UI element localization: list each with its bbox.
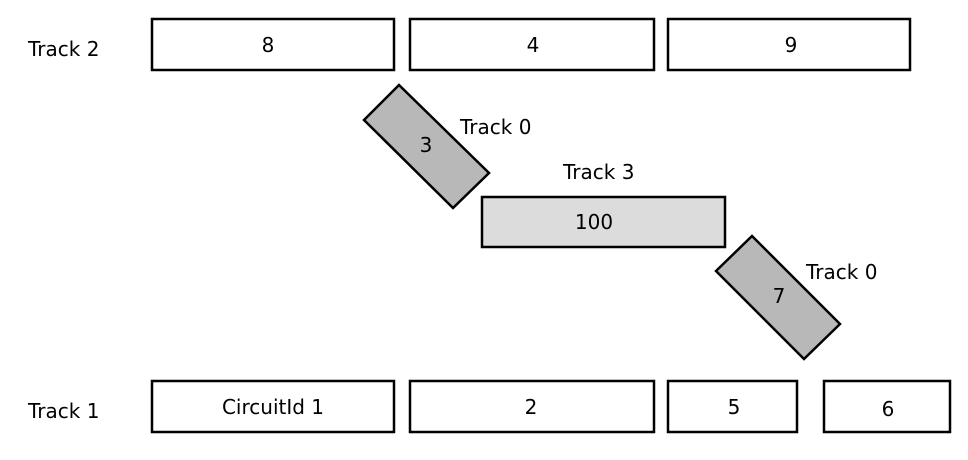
segment-label: 4: [527, 33, 540, 57]
track1-segment-5: 5: [666, 379, 799, 434]
track3-segment-100: 100: [480, 195, 727, 249]
segment-box: [666, 17, 912, 72]
segment-label: 2: [525, 395, 538, 419]
segment-box: [408, 379, 656, 434]
segment-box: [150, 17, 396, 72]
segment-label: 100: [575, 210, 613, 234]
track2-label: Track 2: [27, 37, 99, 61]
diagonal-box: [714, 234, 842, 361]
segment-label: 9: [785, 33, 798, 57]
track3-label: Track 3: [562, 160, 634, 184]
track1-segment-2: 2: [408, 379, 656, 434]
segment-label: 6: [882, 397, 895, 421]
segment-label: 5: [728, 395, 741, 419]
track1-segment-6: 6: [822, 379, 952, 434]
track1-segment-circuitid-1: CircuitId 1: [150, 379, 396, 434]
segment-box: [150, 379, 396, 434]
segment-box: [666, 379, 799, 434]
segment-label: CircuitId 1: [222, 395, 324, 419]
track0-lower-label: Track 0: [805, 260, 877, 284]
track2-segment-4: 4: [408, 17, 656, 72]
segment-box: [408, 17, 656, 72]
segment-label: 8: [262, 33, 275, 57]
track2-segment-9: 9: [666, 17, 912, 72]
diagonal-box: [362, 83, 491, 210]
segment-box: [822, 379, 952, 434]
diagonal-segment-7: 7: [714, 234, 842, 361]
segment-box: [480, 195, 727, 249]
segment-label: 3: [420, 133, 433, 157]
track0-upper-label: Track 0: [459, 115, 531, 139]
segment-label: 7: [773, 284, 786, 308]
diagonal-segment-3: 3: [362, 83, 491, 210]
track1-label: Track 1: [27, 399, 99, 423]
track2-segment-8: 8: [150, 17, 396, 72]
